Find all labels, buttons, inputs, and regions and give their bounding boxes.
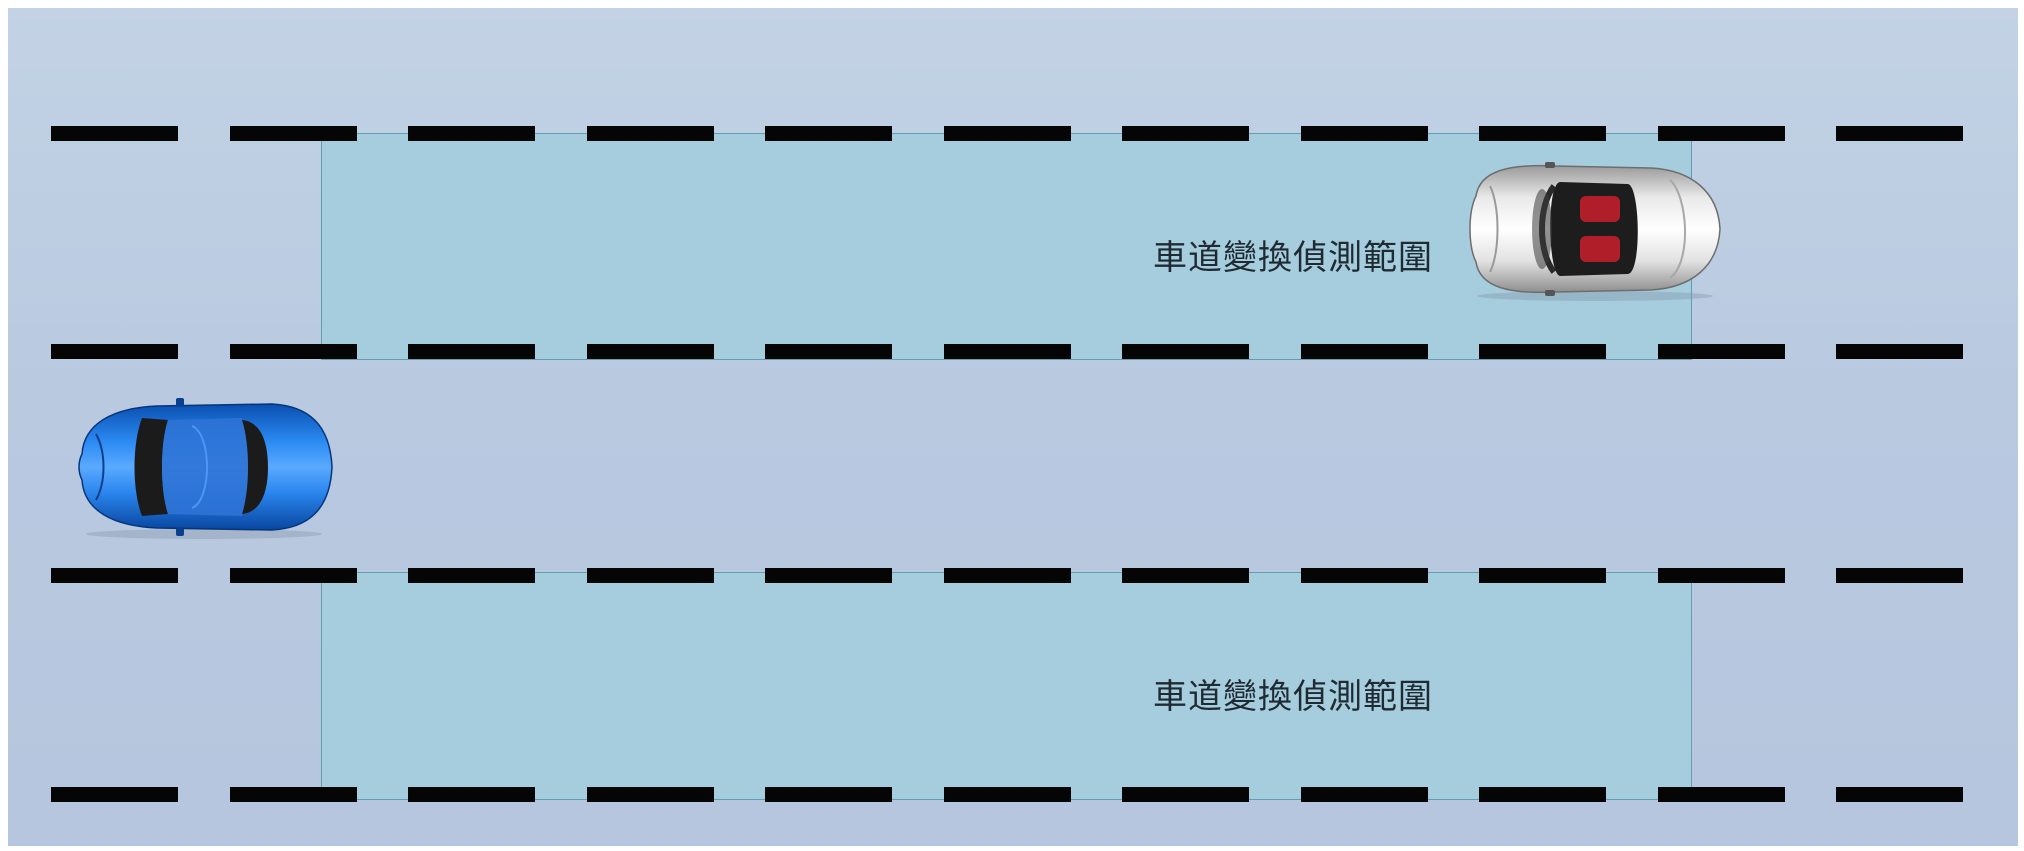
lane-dash (51, 126, 178, 141)
lane-dash (1657, 126, 1785, 141)
lane-dash (943, 344, 1071, 359)
lane-dash (1479, 126, 1606, 141)
lane-dash (1300, 126, 1428, 141)
lane-dash (408, 568, 535, 583)
lane-dash (1657, 344, 1785, 359)
lane-dash (765, 787, 892, 802)
lane-dash (1300, 344, 1428, 359)
lane-dash (51, 568, 178, 583)
lane-dash (1479, 787, 1606, 802)
detection-zone-label: 車道變換偵測範圍 (1153, 677, 1433, 717)
detection-zone-upper (321, 133, 1692, 360)
lane-dash (408, 787, 535, 802)
lane-dash (1657, 568, 1785, 583)
lane-dash (229, 344, 357, 359)
lane-dash (1836, 568, 1963, 583)
road-diagram: 車道變換偵測範圍 車道變換偵測範圍 (8, 8, 2018, 846)
lane-dash (1122, 344, 1249, 359)
lane-dash (51, 344, 178, 359)
lane-marking (8, 126, 2018, 146)
lane-dash (586, 568, 714, 583)
lane-dash (229, 126, 357, 141)
lane-dash (586, 344, 714, 359)
detection-zone-label: 車道變換偵測範圍 (1153, 238, 1433, 278)
roof (162, 418, 248, 516)
seat (1580, 236, 1620, 262)
lane-dash (229, 787, 357, 802)
lane-dash (408, 344, 535, 359)
car-shadow (1477, 291, 1713, 301)
lane-marking (8, 344, 2018, 364)
lane-dash (408, 126, 535, 141)
rear-window (242, 420, 268, 514)
lane-dash (1122, 568, 1249, 583)
lane-dash (1836, 787, 1963, 802)
lane-dash (1122, 787, 1249, 802)
lane-dash (1836, 344, 1963, 359)
lane-dash (943, 568, 1071, 583)
white-convertible-car (1469, 162, 1721, 301)
lane-dash (1479, 344, 1606, 359)
lane-dash (51, 787, 178, 802)
lane-dash (1657, 787, 1785, 802)
lane-dash (943, 787, 1071, 802)
lane-dash (229, 568, 357, 583)
lane-dash (1300, 568, 1428, 583)
lane-marking (8, 568, 2018, 588)
blue-sports-car (78, 398, 333, 539)
car-shadow (86, 529, 322, 539)
lane-dash (586, 126, 714, 141)
lane-dash (1300, 787, 1428, 802)
lane-dash (943, 126, 1071, 141)
windshield (134, 418, 168, 516)
lane-marking (8, 787, 2018, 807)
lane-dash (586, 787, 714, 802)
detection-zone-lower (321, 572, 1692, 800)
lane-dash (765, 568, 892, 583)
lane-dash (1479, 568, 1606, 583)
lane-dash (1836, 126, 1963, 141)
seat (1580, 196, 1620, 222)
lane-dash (765, 126, 892, 141)
lane-dash (765, 344, 892, 359)
lane-dash (1122, 126, 1249, 141)
